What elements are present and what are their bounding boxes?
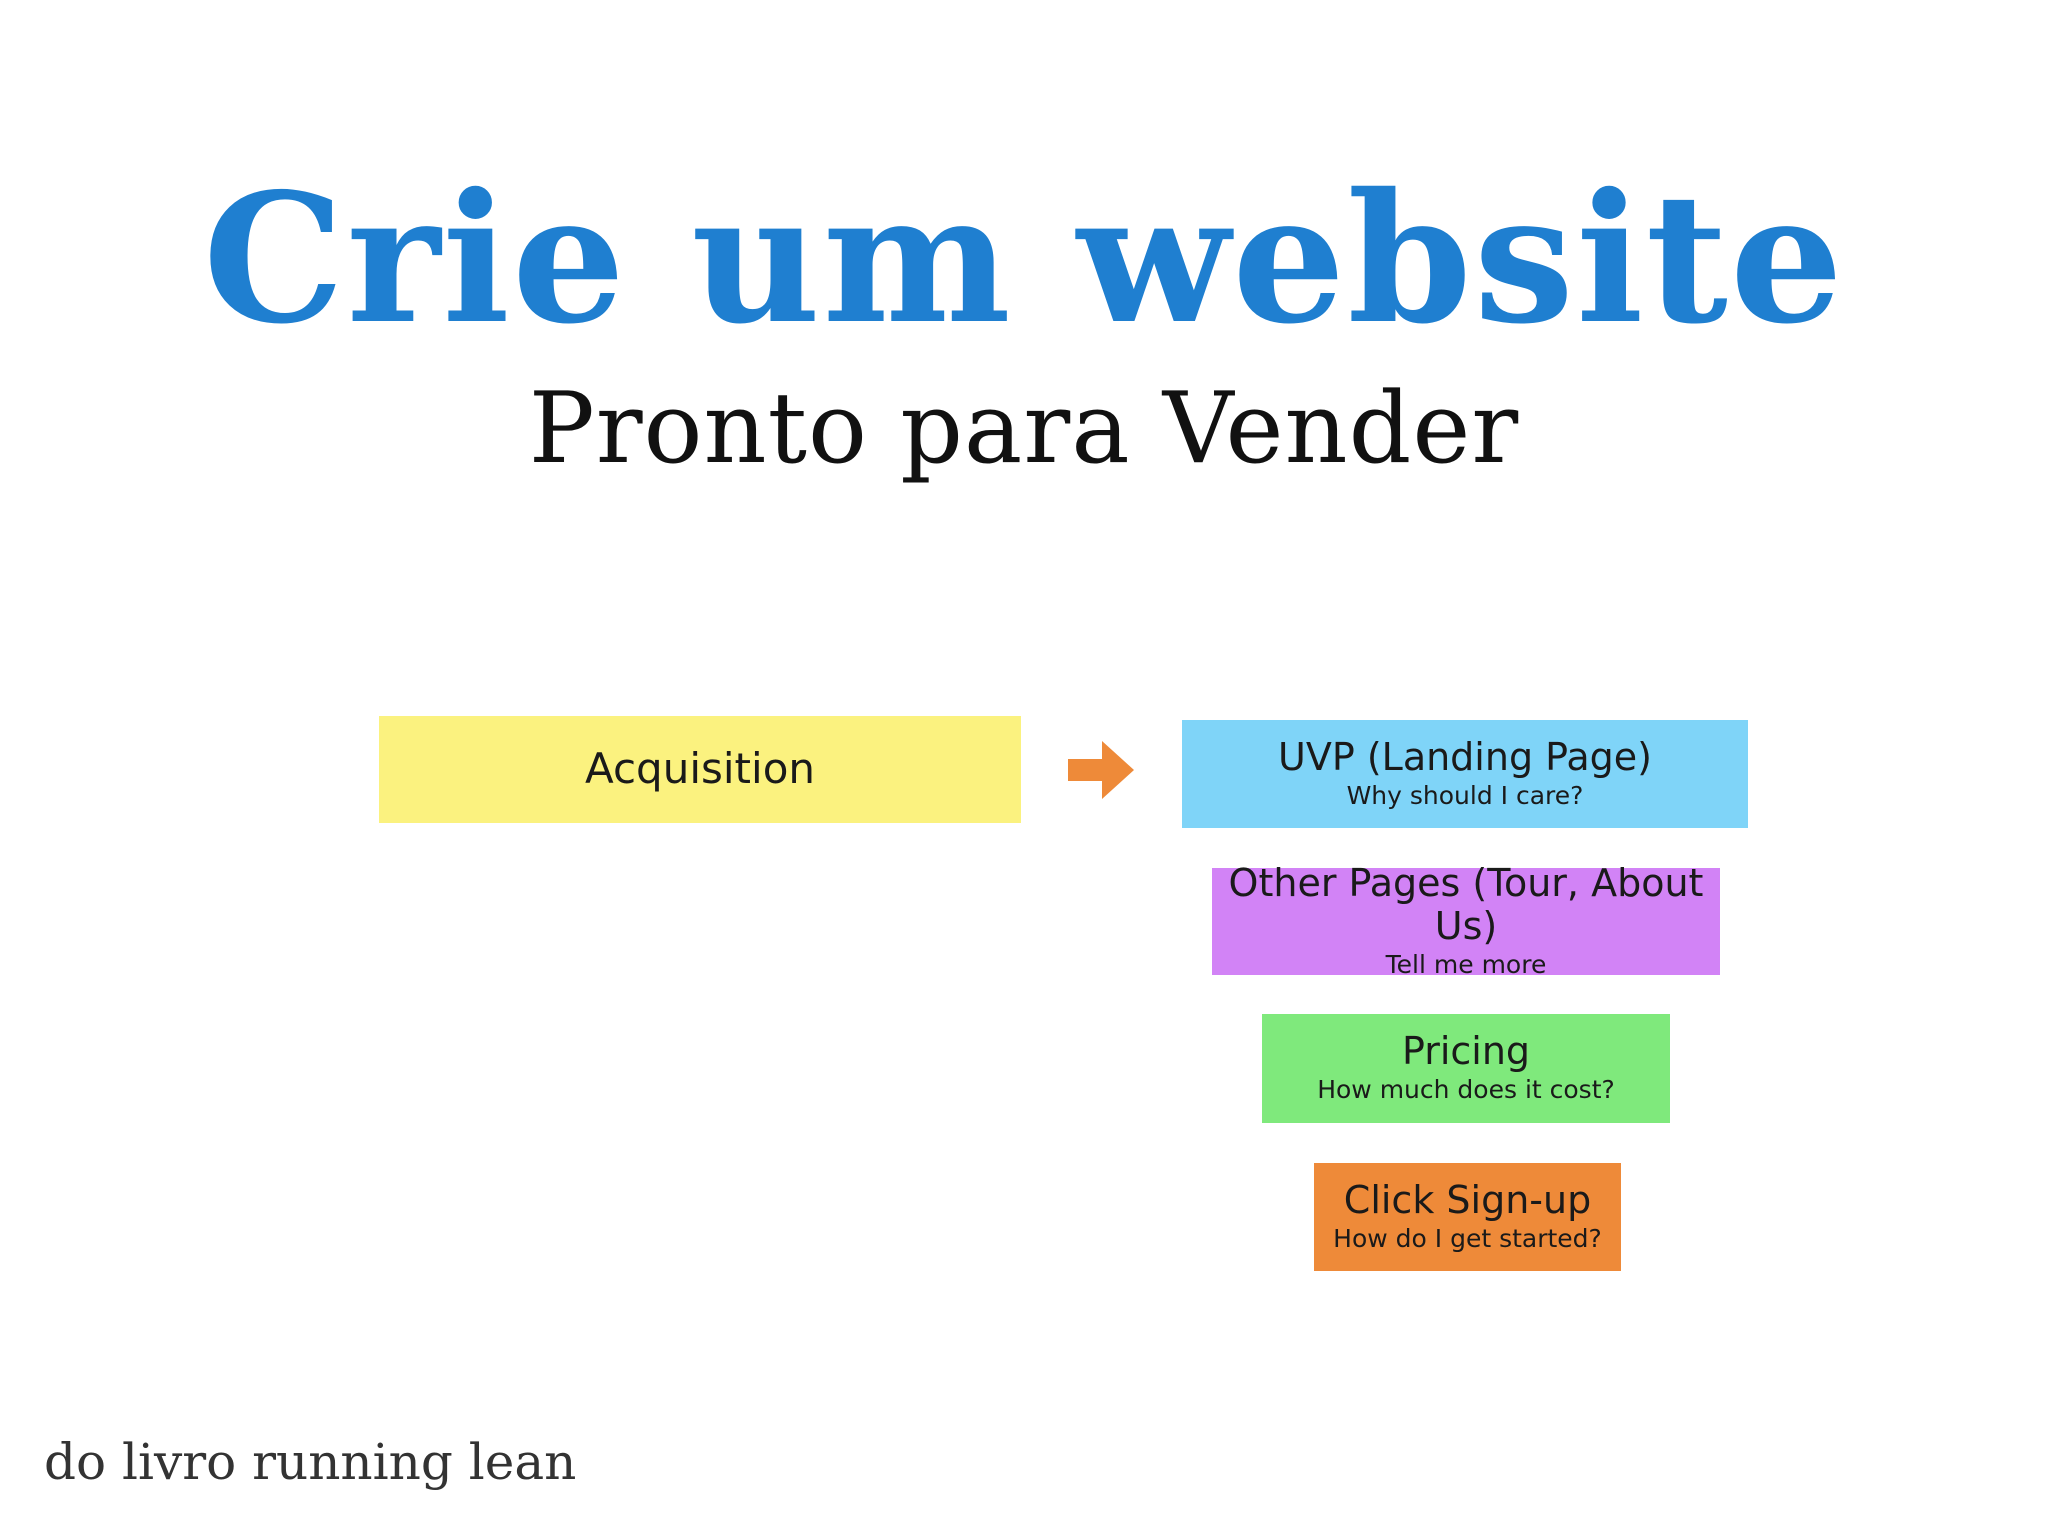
other-pages-box: Other Pages (Tour, About Us) Tell me mor… (1212, 861, 1720, 979)
other-pages-label: Other Pages (Tour, About Us) (1228, 860, 1704, 949)
click-signup-box: Click Sign-up How do I get started? (1314, 1163, 1621, 1271)
arrow-right-icon (1068, 741, 1134, 799)
pricing-sublabel: How much does it cost? (1317, 1075, 1615, 1105)
source-caption: do livro running lean (44, 1433, 577, 1491)
click-signup-sublabel: How do I get started? (1333, 1223, 1602, 1253)
click-signup-label: Click Sign-up (1343, 1177, 1592, 1222)
page-subtitle: Pronto para Vender (528, 372, 1520, 486)
acquisition-label: Acquisition (584, 744, 816, 794)
pricing-label: Pricing (1401, 1029, 1531, 1074)
uvp-box: UVP (Landing Page) Why should I care? (1182, 720, 1748, 828)
acquisition-box: Acquisition (379, 716, 1021, 823)
uvp-label: UVP (Landing Page) (1278, 734, 1652, 779)
pricing-box: Pricing How much does it cost? (1262, 1014, 1670, 1123)
uvp-sublabel: Why should I care? (1346, 780, 1584, 810)
page-title: Crie um website (202, 154, 1846, 363)
other-pages-sublabel: Tell me more (1385, 949, 1547, 979)
